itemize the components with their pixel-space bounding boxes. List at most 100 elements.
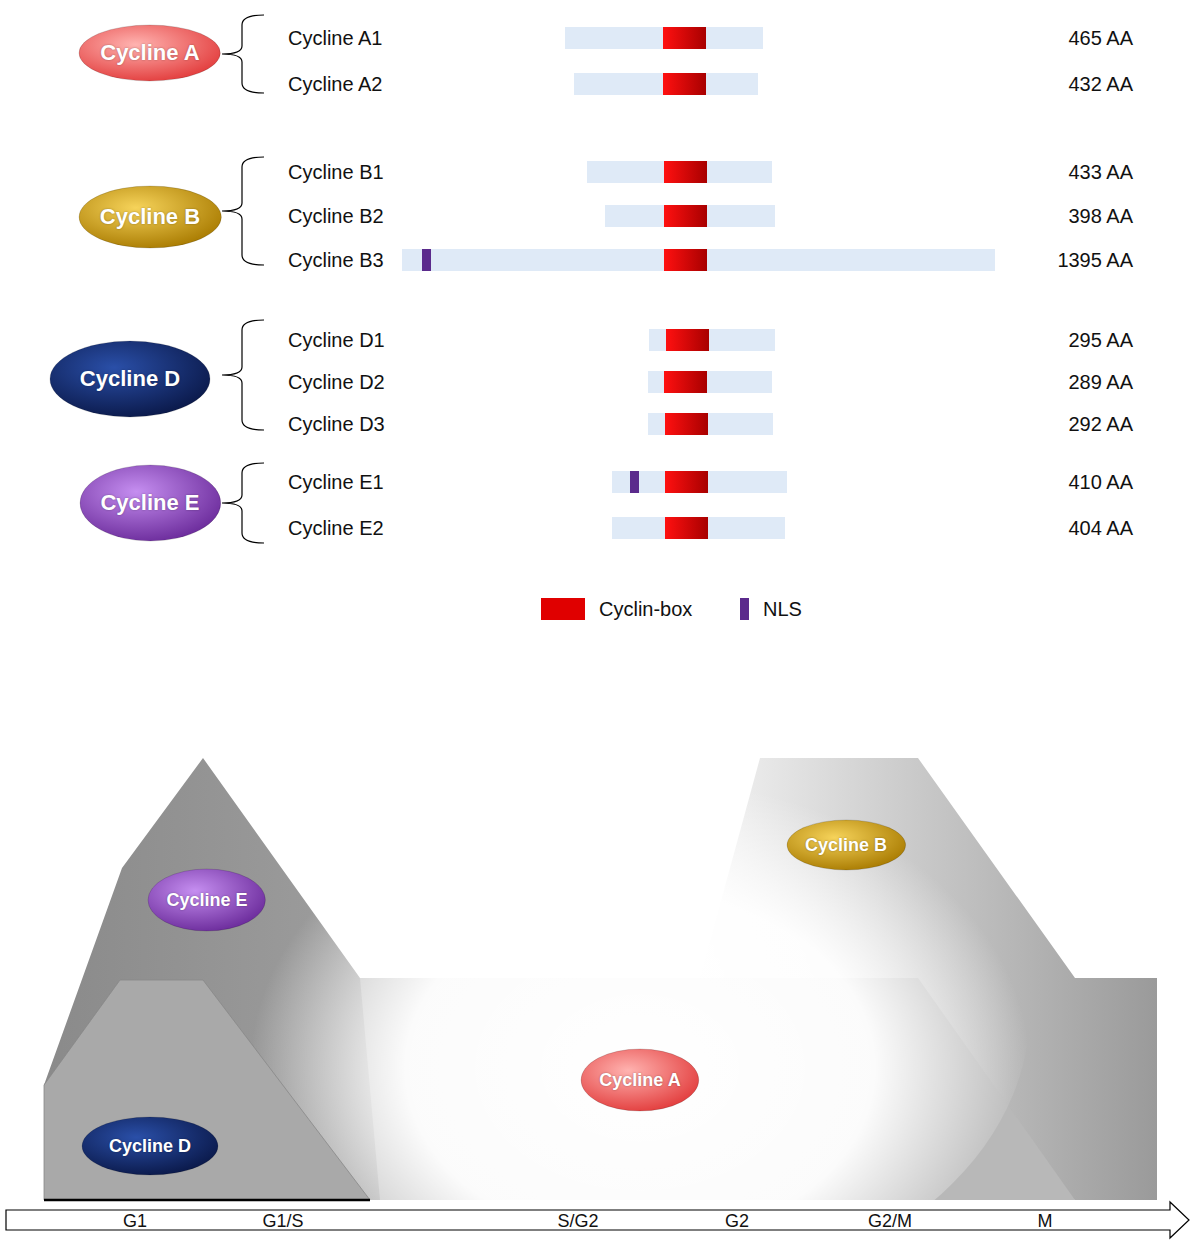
cyclin-box [665, 413, 708, 435]
phase-label: S/G2 [557, 1212, 598, 1230]
curly-bracket [222, 157, 264, 265]
protein-bar [648, 413, 773, 435]
protein-bar [649, 329, 775, 351]
protein-name: Cycline D3 [288, 414, 385, 434]
group-brackets [222, 15, 264, 543]
protein-name: Cycline E2 [288, 518, 384, 538]
curly-bracket [222, 463, 264, 543]
legend-entry: Cyclin-box [541, 598, 692, 620]
curly-bracket [222, 320, 264, 430]
cyclin-box [663, 27, 706, 49]
cyclin-d-peak [44, 980, 370, 1200]
phase-label: G2 [725, 1212, 749, 1230]
ellipse-shape [787, 820, 906, 870]
time-axis-arrow [6, 1202, 1189, 1238]
length-label: 295 AA [1068, 330, 1133, 350]
cyclin-ellipse: Cycline E [146, 867, 267, 933]
length-label: 404 AA [1068, 518, 1133, 538]
cycle-mountains [44, 720, 1157, 1240]
protein-name: Cycline B1 [288, 162, 384, 182]
protein-row [565, 27, 763, 49]
ellipse-shape [581, 1049, 699, 1111]
protein-bars [402, 27, 995, 539]
protein-row [648, 371, 772, 393]
cyclin-box [664, 249, 707, 271]
ellipse-shape [50, 341, 210, 417]
length-label: 433 AA [1068, 162, 1133, 182]
protein-name: Cycline B2 [288, 206, 384, 226]
phase-label: M [1038, 1212, 1053, 1230]
protein-bar [612, 471, 787, 493]
cyclin-box [663, 73, 706, 95]
cyclin-name: Cycline B [100, 204, 200, 230]
cyclin-name: Cycline E [166, 890, 247, 911]
cyclin-ellipse: Cycline A [77, 23, 222, 83]
cyclin-box [664, 161, 707, 183]
protein-name: Cycline B3 [288, 250, 384, 270]
cyclin-ellipse: Cycline E [78, 463, 223, 543]
protein-bar [402, 249, 995, 271]
legend-entry: NLS [740, 598, 802, 620]
cyclin-name: Cycline E [100, 490, 199, 516]
cyclin-ellipse: Cycline B [785, 818, 908, 872]
protein-name: Cycline D1 [288, 330, 385, 350]
protein-row [605, 205, 775, 227]
legend-text: Cyclin-box [599, 598, 692, 621]
cyclin-box [664, 205, 707, 227]
length-label: 1395 AA [1057, 250, 1133, 270]
length-label: 289 AA [1068, 372, 1133, 392]
protein-row [612, 471, 787, 493]
cyclin-ellipse: Cycline D [48, 339, 212, 419]
protein-row [587, 161, 772, 183]
protein-bar [574, 73, 758, 95]
protein-bar [565, 27, 763, 49]
cyclin-name: Cycline A [100, 40, 199, 66]
protein-row [402, 249, 995, 271]
legend-text: NLS [763, 598, 802, 621]
protein-name: Cycline A2 [288, 74, 383, 94]
length-label: 292 AA [1068, 414, 1133, 434]
length-label: 398 AA [1068, 206, 1133, 226]
ellipse-shape [80, 465, 221, 541]
ellipse-shape [82, 1117, 218, 1175]
cyclin-ellipse: Cycline B [77, 184, 223, 250]
length-label: 410 AA [1068, 472, 1133, 492]
protein-bar [612, 517, 785, 539]
ellipse-shape [79, 186, 221, 248]
protein-bar [605, 205, 775, 227]
protein-row [648, 413, 773, 435]
curly-bracket [222, 15, 264, 93]
protein-name: Cycline A1 [288, 28, 383, 48]
phase-label: G2/M [868, 1212, 912, 1230]
protein-bar [648, 371, 772, 393]
protein-row [574, 73, 758, 95]
legend-swatch [541, 598, 585, 620]
cyclin-ellipse: Cycline A [579, 1047, 701, 1113]
phase-label: G1/S [262, 1212, 303, 1230]
cyclin-box [665, 517, 708, 539]
protein-row [649, 329, 775, 351]
protein-row [612, 517, 785, 539]
valley-fade [250, 720, 1030, 1240]
cyclin-name: Cycline B [805, 835, 887, 856]
cyclin-box [666, 329, 709, 351]
g1-baseline [44, 1199, 370, 1202]
protein-name: Cycline E1 [288, 472, 384, 492]
ellipse-shape [148, 869, 265, 931]
protein-bar [587, 161, 772, 183]
cyclin-box [665, 471, 708, 493]
length-label: 432 AA [1068, 74, 1133, 94]
legend-swatch [740, 598, 749, 620]
phase-label: G1 [123, 1212, 147, 1230]
nls-mark [630, 471, 639, 493]
ellipse-shape [79, 25, 220, 81]
cyclin-ellipse: Cycline D [80, 1115, 220, 1177]
cyclin-box [664, 371, 707, 393]
length-label: 465 AA [1068, 28, 1133, 48]
nls-mark [422, 249, 431, 271]
cyclin-name: Cycline A [599, 1070, 680, 1091]
cyclin-name: Cycline D [109, 1136, 191, 1157]
protein-name: Cycline D2 [288, 372, 385, 392]
cyclin-name: Cycline D [80, 366, 180, 392]
